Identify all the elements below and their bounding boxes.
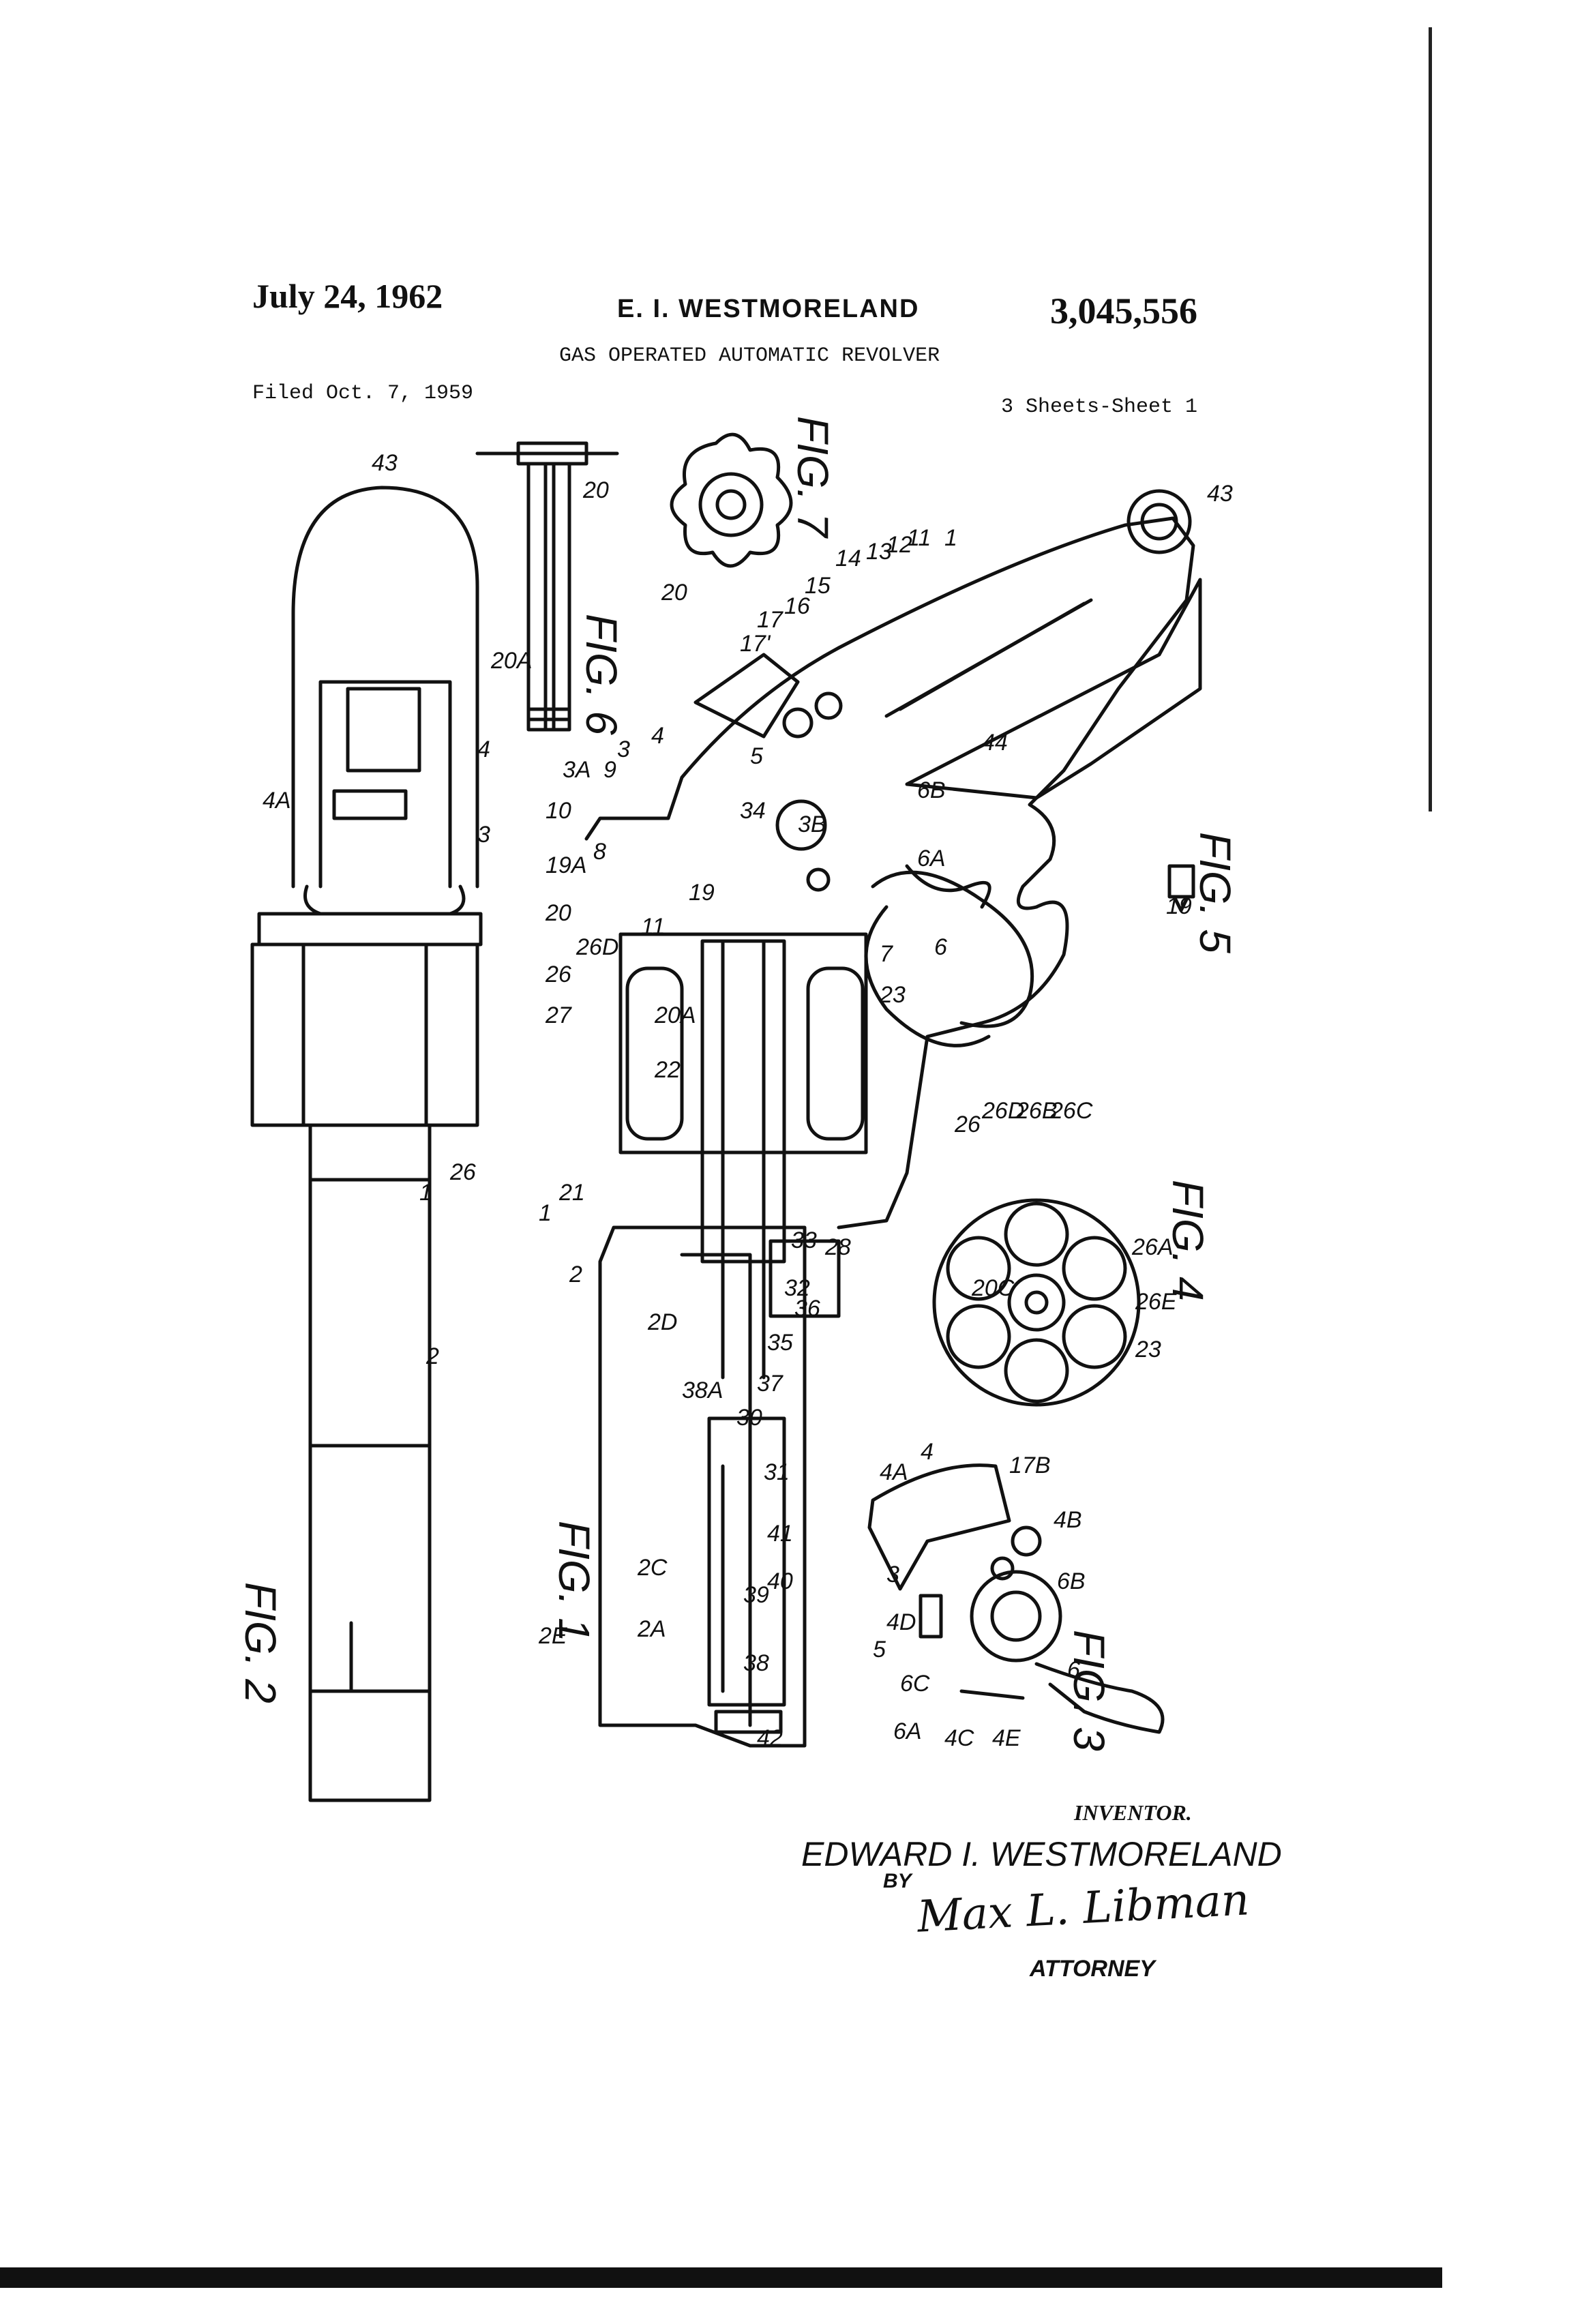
label-19a: 19A bbox=[546, 852, 587, 878]
label-7: 7 bbox=[880, 941, 893, 967]
label-4-fig1: 4 bbox=[651, 723, 664, 749]
label-1-fig2: 1 bbox=[419, 1180, 432, 1206]
label-3-fig3: 3 bbox=[886, 1562, 899, 1588]
label-26-fig1: 26 bbox=[545, 962, 571, 987]
label-26d-fig1: 26D bbox=[576, 934, 618, 960]
label-6c: 6C bbox=[900, 1671, 930, 1697]
label-34: 34 bbox=[740, 798, 766, 824]
label-6b-fig3: 6B bbox=[1057, 1568, 1086, 1594]
fig4-cylinder-end bbox=[934, 1200, 1139, 1405]
label-4b: 4B bbox=[1054, 1507, 1082, 1533]
label-4c: 4C bbox=[944, 1725, 974, 1751]
label-14: 14 bbox=[835, 546, 861, 571]
label-20-fig6: 20 bbox=[582, 477, 609, 503]
fig6-caption: FIG. 6 bbox=[577, 614, 626, 735]
label-40: 40 bbox=[767, 1568, 793, 1594]
label-8: 8 bbox=[593, 839, 606, 865]
label-27: 27 bbox=[545, 1002, 572, 1028]
label-3a: 3A bbox=[563, 757, 591, 783]
label-4e: 4E bbox=[992, 1725, 1021, 1751]
label-17: 17 bbox=[757, 607, 783, 633]
fig7-caption: FIG. 7 bbox=[788, 416, 837, 539]
label-26-fig2: 26 bbox=[449, 1159, 476, 1185]
label-17b: 17B bbox=[1009, 1452, 1051, 1478]
label-6a-fig3: 6A bbox=[893, 1718, 922, 1744]
label-37: 37 bbox=[757, 1371, 783, 1397]
label-6: 6 bbox=[934, 934, 947, 960]
label-22: 22 bbox=[654, 1057, 681, 1083]
label-11-fig1: 11 bbox=[641, 914, 665, 940]
label-41: 41 bbox=[767, 1521, 793, 1547]
label-3b: 3B bbox=[798, 811, 826, 837]
label-43: 43 bbox=[1207, 481, 1233, 507]
label-6a: 6A bbox=[917, 846, 946, 872]
label-6b: 6B bbox=[917, 777, 946, 803]
label-1-barrel: 1 bbox=[539, 1200, 552, 1226]
label-19-fig5: 19 bbox=[1166, 893, 1192, 919]
label-17-prime: 17' bbox=[740, 631, 771, 657]
fig2-top-view bbox=[252, 488, 481, 1800]
attorney-label: ATTORNEY bbox=[1030, 1956, 1155, 1982]
label-38: 38 bbox=[743, 1650, 769, 1676]
label-26a: 26A bbox=[1131, 1234, 1174, 1260]
inventor-label: INVENTOR. bbox=[1074, 1800, 1192, 1826]
fig5-caption: FIG. 5 bbox=[1191, 832, 1240, 953]
label-4a-fig2: 4A bbox=[263, 788, 291, 814]
label-20a-fig6: 20A bbox=[490, 648, 533, 674]
label-26-fig4: 26 bbox=[954, 1112, 981, 1137]
label-16: 16 bbox=[784, 593, 810, 619]
label-10: 10 bbox=[546, 798, 571, 824]
label-2-fig1: 2 bbox=[569, 1262, 582, 1287]
label-23-fig4: 23 bbox=[1135, 1337, 1161, 1362]
label-42: 42 bbox=[757, 1725, 783, 1751]
label-4-fig2: 4 bbox=[477, 736, 490, 762]
label-3-fig2: 3 bbox=[477, 822, 490, 848]
label-4-fig3: 4 bbox=[921, 1439, 934, 1465]
bottom-border-bar bbox=[0, 2267, 1442, 2288]
label-2e: 2E bbox=[538, 1623, 567, 1649]
label-19: 19 bbox=[689, 880, 715, 906]
label-30: 30 bbox=[736, 1405, 762, 1431]
fig3-caption: FIG. 3 bbox=[1064, 1630, 1114, 1751]
inventor-name: EDWARD I. WESTMORELAND bbox=[801, 1834, 1282, 1874]
label-13: 13 bbox=[866, 539, 892, 565]
fig7-ratchet bbox=[672, 434, 791, 566]
label-1-fig1: 1 bbox=[944, 525, 957, 551]
label-33: 33 bbox=[791, 1227, 817, 1253]
label-44: 44 bbox=[982, 730, 1008, 756]
label-39: 39 bbox=[743, 1582, 769, 1608]
label-23-fig1: 23 bbox=[879, 982, 906, 1008]
label-4d: 4D bbox=[886, 1609, 916, 1635]
label-43-fig2: 43 bbox=[372, 450, 398, 476]
label-26e: 26E bbox=[1135, 1289, 1177, 1315]
label-20-fig1: 20 bbox=[545, 900, 571, 926]
fig2-caption: FIG. 2 bbox=[236, 1582, 285, 1703]
label-6-fig3: 6 bbox=[1067, 1657, 1080, 1683]
label-20a-fig1: 20A bbox=[654, 1002, 696, 1028]
label-20-fig7: 20 bbox=[661, 580, 687, 606]
label-31: 31 bbox=[764, 1459, 790, 1485]
label-35: 35 bbox=[767, 1330, 793, 1356]
label-2a: 2A bbox=[637, 1616, 666, 1642]
label-9: 9 bbox=[603, 757, 616, 783]
fig1-side-section bbox=[586, 491, 1200, 1746]
label-36: 36 bbox=[794, 1296, 820, 1322]
label-2d: 2D bbox=[647, 1309, 677, 1335]
label-21: 21 bbox=[558, 1180, 585, 1206]
label-28: 28 bbox=[824, 1234, 851, 1260]
label-5: 5 bbox=[750, 743, 763, 769]
label-26c: 26C bbox=[1049, 1098, 1093, 1124]
label-4a-fig3: 4A bbox=[880, 1459, 908, 1485]
label-3-fig1: 3 bbox=[617, 736, 630, 762]
label-2-fig2: 2 bbox=[426, 1343, 439, 1369]
label-5-fig3: 5 bbox=[873, 1637, 886, 1663]
label-38a: 38A bbox=[682, 1377, 723, 1403]
by-label: BY bbox=[883, 1870, 912, 1893]
label-2c: 2C bbox=[637, 1555, 668, 1581]
label-20c: 20C bbox=[971, 1275, 1015, 1301]
